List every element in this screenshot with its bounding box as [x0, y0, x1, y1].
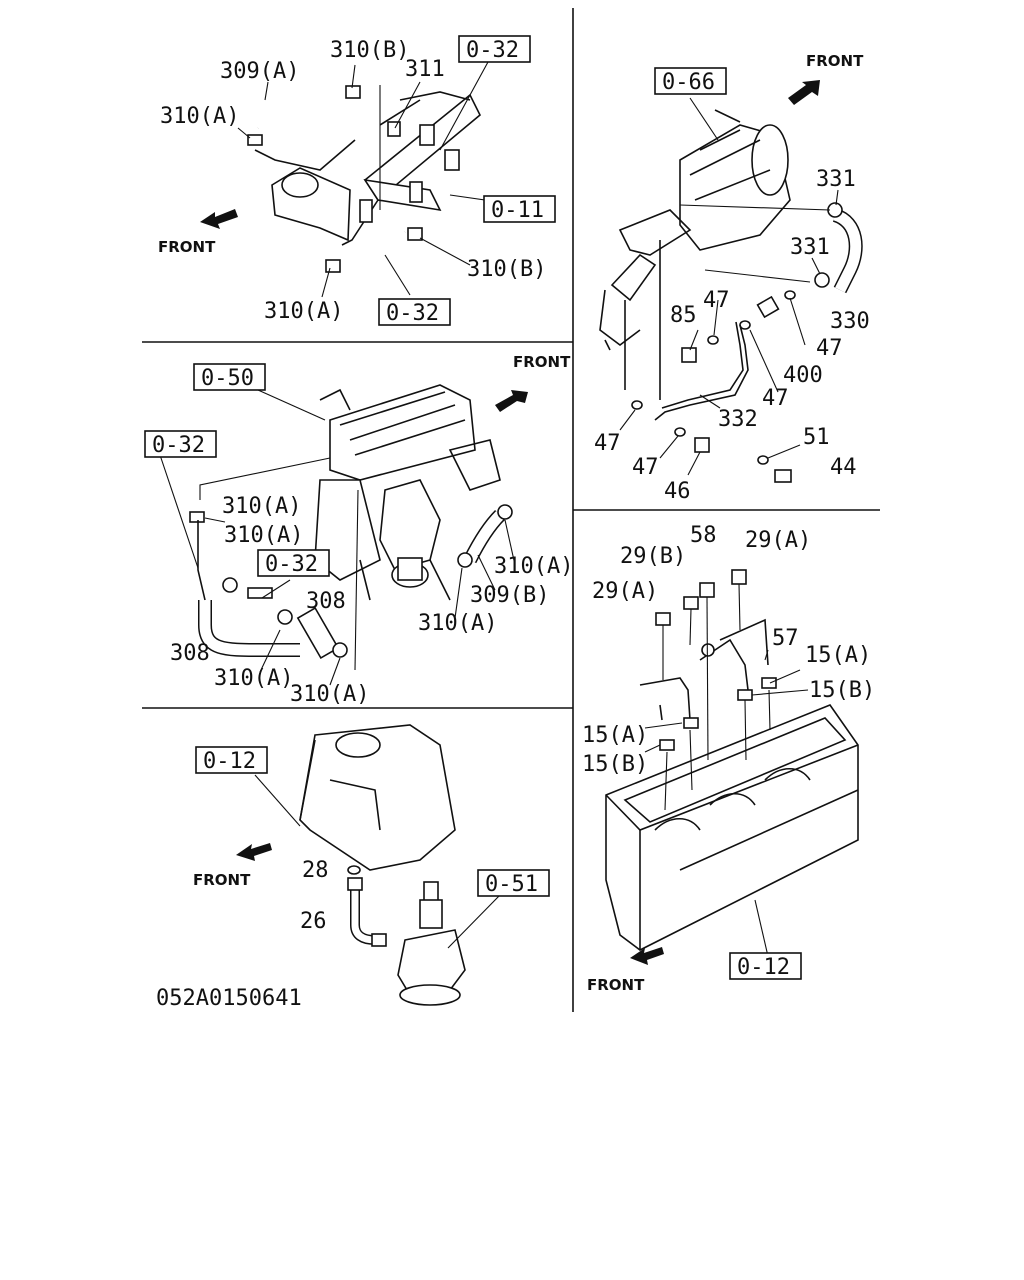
front-label: FRONT	[806, 52, 864, 70]
label-47-d: 47	[594, 431, 621, 456]
label-28: 28	[302, 858, 329, 883]
label-47-a: 47	[703, 288, 730, 313]
label-330: 330	[830, 309, 870, 334]
ref-box-0-51	[477, 869, 550, 897]
label-310B-bottom: 310(B)	[467, 257, 546, 282]
ref-code-0-12-bottom-left: 0-12	[203, 749, 256, 774]
diagram-code: 052A0150641	[156, 986, 302, 1011]
label-15A-right: 15(A)	[805, 643, 871, 668]
label-310A-bottom: 310(A)	[264, 299, 343, 324]
ref-box-0-11	[483, 195, 556, 223]
ref-box-0-12-bottom-right	[729, 952, 802, 980]
label-308-right: 308	[306, 589, 346, 614]
label-47-c: 47	[762, 386, 789, 411]
label-15B-right: 15(B)	[809, 678, 875, 703]
label-310A-2: 310(A)	[224, 523, 303, 548]
label-15A-left: 15(A)	[582, 723, 648, 748]
ref-box-0-66	[654, 67, 727, 95]
label-57: 57	[772, 626, 799, 651]
label-310A-4: 310(A)	[290, 682, 369, 707]
label-85: 85	[670, 303, 697, 328]
label-47-e: 47	[632, 455, 659, 480]
ref-box-0-12-bottom-left	[195, 746, 268, 774]
ref-code-0-32-mid-center: 0-32	[265, 552, 318, 577]
intake-manifold-drawing	[237, 61, 521, 298]
label-26: 26	[300, 909, 327, 934]
label-29B: 29(B)	[620, 544, 686, 569]
front-arrow-icon	[236, 843, 272, 861]
label-310A-1: 310(A)	[222, 494, 301, 519]
front-label: FRONT	[193, 871, 251, 889]
ref-box-0-32-mid-center	[257, 549, 330, 577]
panel-bottom-right: FRONT 0-12 58 29(A) 29(B) 29(A) 57 15(A)…	[582, 523, 875, 994]
panel-top-left: FRONT 309(A) 310(B) 311 310(A) 310(B) 31…	[158, 35, 556, 326]
label-47-b: 47	[816, 336, 843, 361]
label-308-left: 308	[170, 641, 210, 666]
cylinder-block-drawing	[254, 724, 501, 1006]
label-311: 311	[405, 57, 445, 82]
label-310A-3: 310(A)	[214, 666, 293, 691]
ref-box-0-32-bottom	[378, 298, 451, 326]
ref-code-0-66: 0-66	[662, 70, 715, 95]
label-44: 44	[830, 455, 857, 480]
injection-pump-drawing	[599, 97, 863, 483]
label-332: 332	[718, 407, 758, 432]
front-label: FRONT	[513, 353, 571, 371]
ref-box-0-32-top	[458, 35, 531, 63]
ref-box-0-32-mid-left	[144, 430, 217, 458]
front-arrow-icon	[788, 80, 820, 105]
label-331-mid: 331	[790, 235, 830, 260]
label-29A-left: 29(A)	[592, 579, 658, 604]
label-46: 46	[664, 479, 691, 504]
label-58: 58	[690, 523, 717, 548]
front-label: FRONT	[587, 976, 645, 994]
label-51: 51	[803, 425, 830, 450]
label-310A-6: 310(A)	[418, 611, 497, 636]
panel-middle-left: FRONT 0-50 0-32 0-32 310(A) 310(A) 308 3…	[144, 353, 573, 707]
label-15B-left: 15(B)	[582, 752, 648, 777]
panel-top-right: FRONT 0-66 331 331 47 85 330 47 400 47 3…	[594, 52, 870, 504]
ref-code-0-50: 0-50	[201, 366, 254, 391]
front-arrow-icon	[495, 390, 528, 412]
ref-code-0-32-top: 0-32	[466, 38, 519, 63]
front-label: FRONT	[158, 238, 216, 256]
ref-code-0-32-mid-left: 0-32	[152, 433, 205, 458]
ref-code-0-11: 0-11	[491, 198, 544, 223]
ref-code-0-32-bottom: 0-32	[386, 301, 439, 326]
label-400: 400	[783, 363, 823, 388]
ref-code-0-12-bottom-right: 0-12	[737, 955, 790, 980]
panel-bottom-left: FRONT 0-12 0-51 28 26 052A0150641	[156, 724, 550, 1011]
front-arrow-icon	[200, 209, 238, 229]
label-331-top: 331	[816, 167, 856, 192]
crankcase-drawing	[605, 569, 859, 966]
label-310A-5: 310(A)	[494, 554, 573, 579]
front-arrow-icon	[630, 947, 664, 965]
ref-box-0-50	[193, 363, 266, 391]
engine-block-drawing	[159, 384, 516, 686]
label-310A-left: 310(A)	[160, 104, 239, 129]
label-309B: 309(B)	[470, 583, 549, 608]
label-309A: 309(A)	[220, 59, 299, 84]
ref-code-0-51: 0-51	[485, 872, 538, 897]
label-29A-right: 29(A)	[745, 528, 811, 553]
label-310B-top: 310(B)	[330, 38, 409, 63]
